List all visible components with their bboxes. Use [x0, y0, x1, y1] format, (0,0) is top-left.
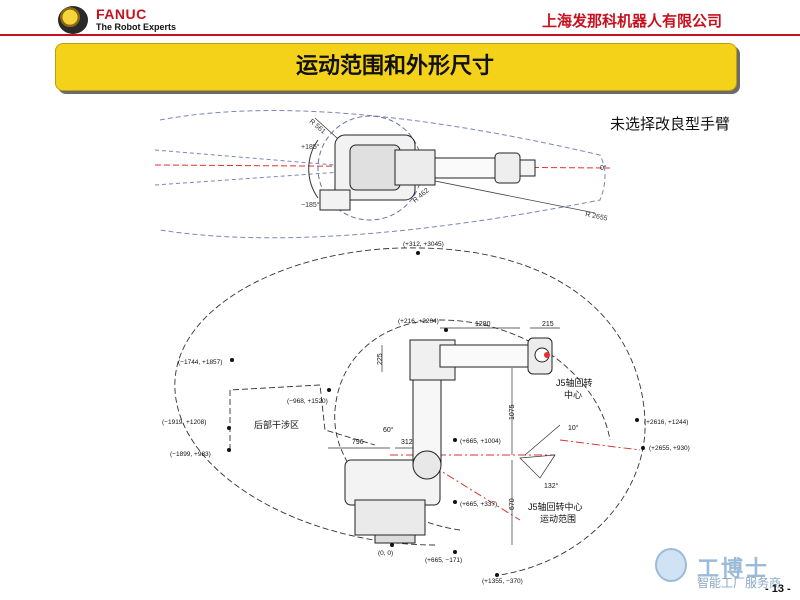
- watermark-mascot: [655, 548, 687, 582]
- watermark-text: 智能工厂服务商: [697, 576, 782, 590]
- dim-label: 1280: [475, 321, 491, 328]
- point-label: (−968, +1520): [287, 398, 328, 405]
- dim-label: 132°: [544, 482, 559, 490]
- dim-label: 60°: [383, 426, 394, 434]
- upper-arm-side: [439, 344, 531, 368]
- dim-label: 10°: [568, 424, 579, 432]
- rear-interference-outline: [229, 384, 376, 450]
- reach-point-markers: [227, 251, 645, 577]
- j5-center-label-line2: 中心: [564, 389, 582, 400]
- dim-label: 1075: [509, 404, 516, 420]
- point-label: (−1919, +1208): [162, 419, 206, 426]
- company-name: 上海发那科机器人有限公司: [541, 13, 722, 30]
- side-view: [174, 247, 646, 576]
- j5-axis-marker: [544, 352, 550, 358]
- angle-neg-label: −185°: [301, 201, 320, 209]
- watermark-mark: 工博士: [697, 556, 770, 581]
- r2655-label: R 2655: [585, 211, 609, 223]
- point-label: (+2655, +930): [649, 445, 690, 452]
- header-divider: [0, 34, 800, 36]
- j5-range-label-line1: J5轴回转中心: [528, 501, 583, 512]
- top-view: [154, 110, 611, 239]
- dim-label: 225: [377, 353, 384, 365]
- top-view-range-arc: [159, 110, 606, 239]
- angle-pos-label: +185°: [301, 143, 320, 151]
- brand-name: FANUC: [96, 6, 147, 22]
- robot-arm-top: [434, 157, 496, 179]
- point-label: (−1744, +1857): [178, 359, 222, 366]
- j5-range-label-line2: 运动范围: [540, 513, 576, 524]
- reach-point-labels: (+312, +3045) (+216, +2204) (−1744, +185…: [162, 241, 690, 585]
- point-label: (+216, +2204): [398, 318, 439, 325]
- point-label: (−1899, +983): [170, 451, 211, 458]
- slide-title: 运动范围和外形尺寸: [295, 53, 494, 78]
- rear-zone-label: 后部干涉区: [254, 419, 299, 430]
- point-label: (+665, +337): [460, 501, 497, 508]
- outer-reach-envelope: [174, 247, 646, 576]
- point-label: (+1355, −370): [482, 578, 523, 585]
- dim-label: 312: [401, 439, 413, 446]
- dimension-labels: 1280 215 225 1075 796 312 670 10° 132° 6…: [352, 321, 579, 510]
- point-label: (+312, +3045): [403, 241, 444, 248]
- zone-labels: J5轴回转 中心 后部干涉区 J5轴回转中心 运动范围: [254, 377, 593, 524]
- wrist-top: [494, 152, 521, 184]
- point-label: (+665, −171): [425, 557, 462, 564]
- brand-tagline: The Robot Experts: [96, 22, 177, 32]
- point-label: (0, 0): [378, 550, 393, 557]
- dim-label: 670: [509, 498, 516, 510]
- point-label: (+665, +1004): [460, 438, 501, 445]
- inner-reach-envelope: [334, 319, 611, 531]
- point-label: (+2616, +1244): [644, 419, 688, 426]
- dim-label: 796: [352, 439, 364, 446]
- arm-option-note: 未选择改良型手臂: [610, 116, 731, 133]
- fanuc-logo-emblem: [58, 6, 88, 34]
- r561-label: R 561: [308, 118, 327, 135]
- page-number: - 13 -: [765, 583, 791, 595]
- j2-joint: [412, 450, 442, 480]
- j5-center-label-line1: J5轴回转: [556, 377, 593, 388]
- title-banner: [55, 43, 737, 91]
- dim-label: 215: [542, 321, 554, 328]
- angle-zero-label: 0°: [600, 164, 607, 172]
